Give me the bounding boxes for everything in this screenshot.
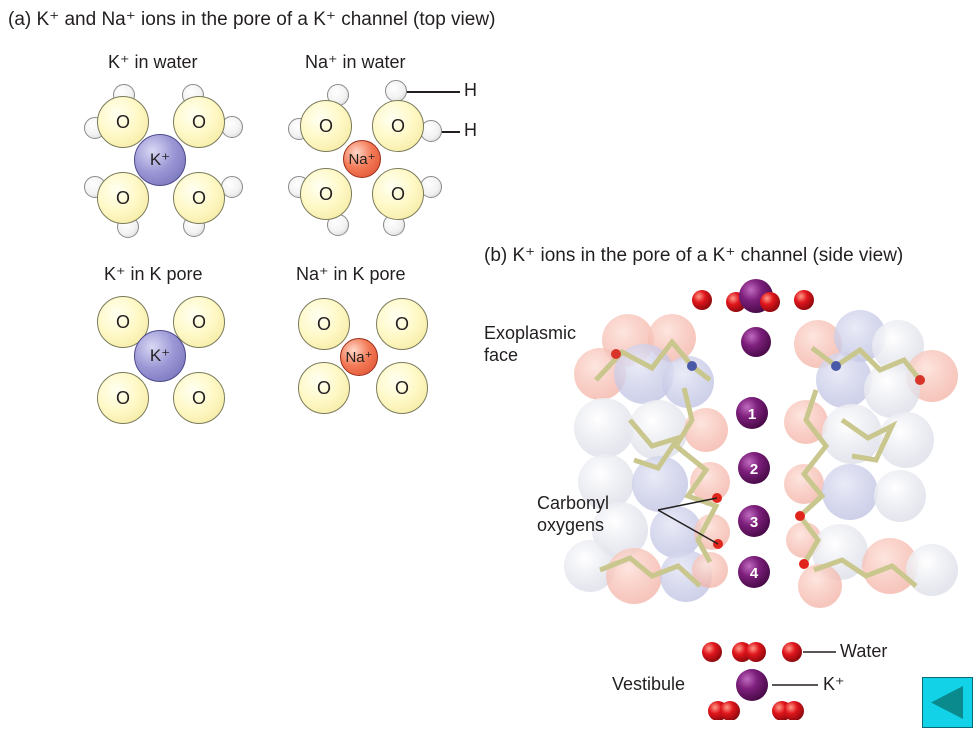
protein-atom: [874, 470, 926, 522]
oxygen-atom: O: [376, 298, 428, 350]
protein-atom: [784, 464, 824, 504]
water-oxygen: [720, 701, 740, 720]
oxygen-atom: O: [372, 100, 424, 152]
exoplasmic-face-label: Exoplasmic face: [484, 323, 577, 365]
protein-atom: [684, 408, 728, 452]
label-na-in-water: Na⁺ in water: [305, 52, 406, 72]
sodium-ion: Na⁺: [340, 338, 378, 376]
protein-atom: [822, 404, 882, 464]
back-triangle-icon: [931, 686, 963, 719]
nitrogen-stick-atom: [687, 361, 697, 371]
oxygen-atom: O: [372, 168, 424, 220]
site-number: 1: [748, 406, 756, 423]
sodium-ion: Na⁺: [343, 140, 381, 178]
label-na-in-k-pore: Na⁺ in K pore: [296, 264, 406, 284]
carbonyl-oxygen: [795, 511, 805, 521]
back-button[interactable]: [922, 677, 973, 728]
oxygen-stick-atom: [915, 375, 925, 385]
protein-atom: [822, 464, 878, 520]
potassium-ion-side: [738, 556, 770, 588]
pore-site-3: 3: [738, 505, 770, 537]
k-ion-label: K⁺: [823, 674, 845, 694]
h-leader-line: [405, 91, 460, 93]
water-oxygen: [692, 290, 712, 310]
pore-site-1: 1: [736, 397, 768, 429]
site-number: 3: [750, 514, 758, 531]
protein-atom: [574, 398, 634, 458]
water-oxygen: [746, 642, 766, 662]
site-number: 4: [750, 565, 759, 582]
oxygen-atom: O: [97, 96, 149, 148]
carbonyl-oxygens-label: Carbonyl oxygens: [537, 493, 610, 535]
left-protein-wall: [564, 314, 730, 604]
potassium-ion-side: [736, 669, 768, 701]
nitrogen-stick-atom: [831, 361, 841, 371]
oxygen-atom: O: [173, 296, 225, 348]
h-label: H: [464, 120, 477, 140]
panel-a-title: (a) K⁺ and Na⁺ ions in the pore of a K⁺ …: [8, 9, 496, 30]
carbonyl-leader-line: [657, 509, 719, 545]
protein-atom: [906, 544, 958, 596]
water-oxygen: [784, 701, 804, 720]
oxygen-atom: O: [173, 96, 225, 148]
protein-atom: [592, 502, 648, 558]
potassium-ion-side: [738, 452, 770, 484]
potassium-ion-side: [741, 327, 771, 357]
protein-atom: [650, 506, 702, 558]
h-leader-line: [440, 131, 460, 133]
protein-atom: [864, 362, 920, 418]
protein-atom: [662, 356, 714, 408]
oxygen-atom: O: [173, 172, 225, 224]
protein-atom: [692, 552, 728, 588]
protein-atom: [564, 540, 616, 592]
backbone-stick: [813, 557, 918, 588]
protein-atom: [872, 320, 924, 372]
water-label: Water: [840, 641, 888, 661]
potassium-ion: K⁺: [134, 330, 186, 382]
water-oxygen: [760, 292, 780, 312]
potassium-ion-side: [736, 397, 768, 429]
potassium-ion: K⁺: [134, 134, 186, 186]
potassium-ion-side: [738, 505, 770, 537]
protein-atom: [798, 564, 842, 608]
water-oxygen: [732, 642, 752, 662]
water-oxygen: [702, 642, 722, 662]
side-chain-stick: [628, 418, 684, 471]
h-label: H: [464, 80, 477, 100]
side-chain-stick: [840, 417, 898, 463]
protein-atom: [632, 456, 688, 512]
protein-atom: [816, 352, 872, 408]
water-oxygen: [794, 290, 814, 310]
protein-atom: [690, 462, 730, 502]
oxygen-atom: O: [97, 372, 149, 424]
backbone-stick: [599, 555, 702, 588]
site-number: 2: [750, 461, 758, 478]
carbonyl-leader-line: [657, 497, 718, 511]
oxygen-atom: O: [376, 362, 428, 414]
oxygen-atom: O: [298, 362, 350, 414]
oxygen-stick-atom: [611, 349, 621, 359]
water-oxygen: [782, 642, 802, 662]
backbone-stick: [796, 389, 830, 566]
oxygen-atom: O: [97, 172, 149, 224]
hydrogen-atom: [385, 80, 407, 102]
oxygen-atom: O: [300, 168, 352, 220]
k-channel-side-view: 1 2 3 4: [564, 279, 958, 720]
label-k-in-water: K⁺ in water: [108, 52, 198, 72]
carbonyl-oxygen: [799, 559, 809, 569]
right-protein-wall: [784, 310, 958, 608]
panel-b-title: (b) K⁺ ions in the pore of a K⁺ channel …: [484, 245, 904, 266]
oxygen-atom: O: [298, 298, 350, 350]
pore-site-4: 4: [738, 556, 770, 588]
vestibule-label: Vestibule: [612, 674, 686, 694]
oxygen-atom: O: [300, 100, 352, 152]
oxygen-atom: O: [173, 372, 225, 424]
protein-atom: [578, 454, 634, 510]
pore-site-2: 2: [738, 452, 770, 484]
label-k-in-k-pore: K⁺ in K pore: [104, 264, 203, 284]
